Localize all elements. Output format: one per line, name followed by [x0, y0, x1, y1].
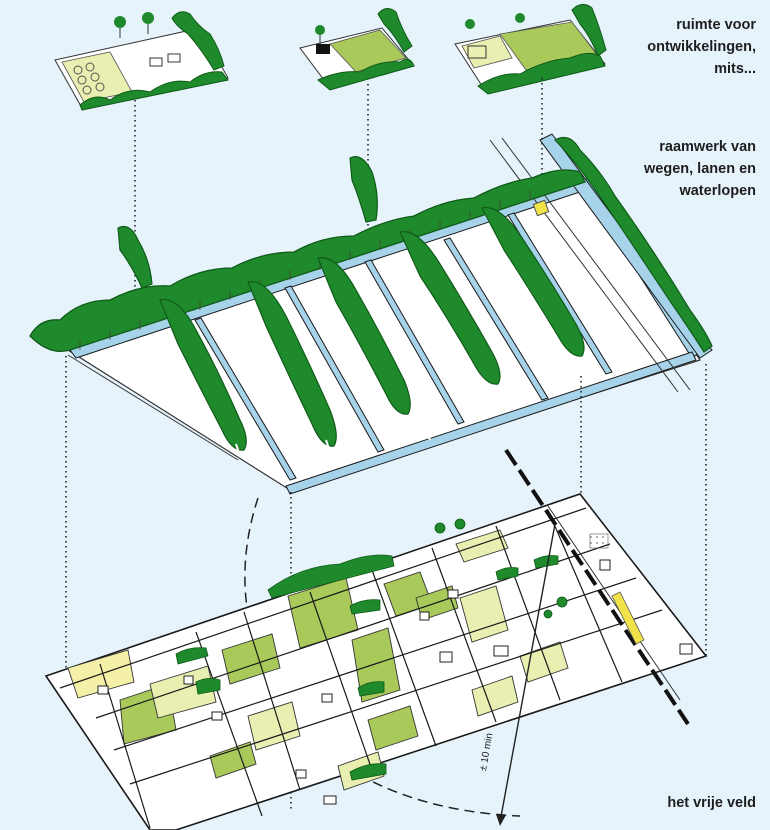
free-field-layer	[44, 448, 708, 830]
label-space-line-1: ruimte voor	[676, 17, 756, 33]
label-framework-line-2: wegen, lanen en	[644, 161, 756, 177]
label-framework: raamwerk van wegen, lanen en waterlopen	[644, 136, 756, 202]
label-free-field: het vrije veld	[667, 795, 756, 811]
railway	[504, 448, 690, 726]
development-example-left	[54, 11, 229, 111]
label-framework-line-1: raamwerk van	[659, 139, 756, 155]
time-radius-line	[499, 523, 556, 823]
framework-layer	[29, 133, 713, 495]
development-example-middle	[299, 8, 415, 91]
label-space-line-2: ontwikkelingen,	[647, 39, 756, 55]
development-example-right	[454, 4, 607, 95]
label-space-for-developments: ruimte voor ontwikkelingen, mits...	[647, 14, 756, 80]
label-space-line-3: mits...	[714, 61, 756, 77]
label-framework-line-3: waterlopen	[679, 183, 756, 199]
